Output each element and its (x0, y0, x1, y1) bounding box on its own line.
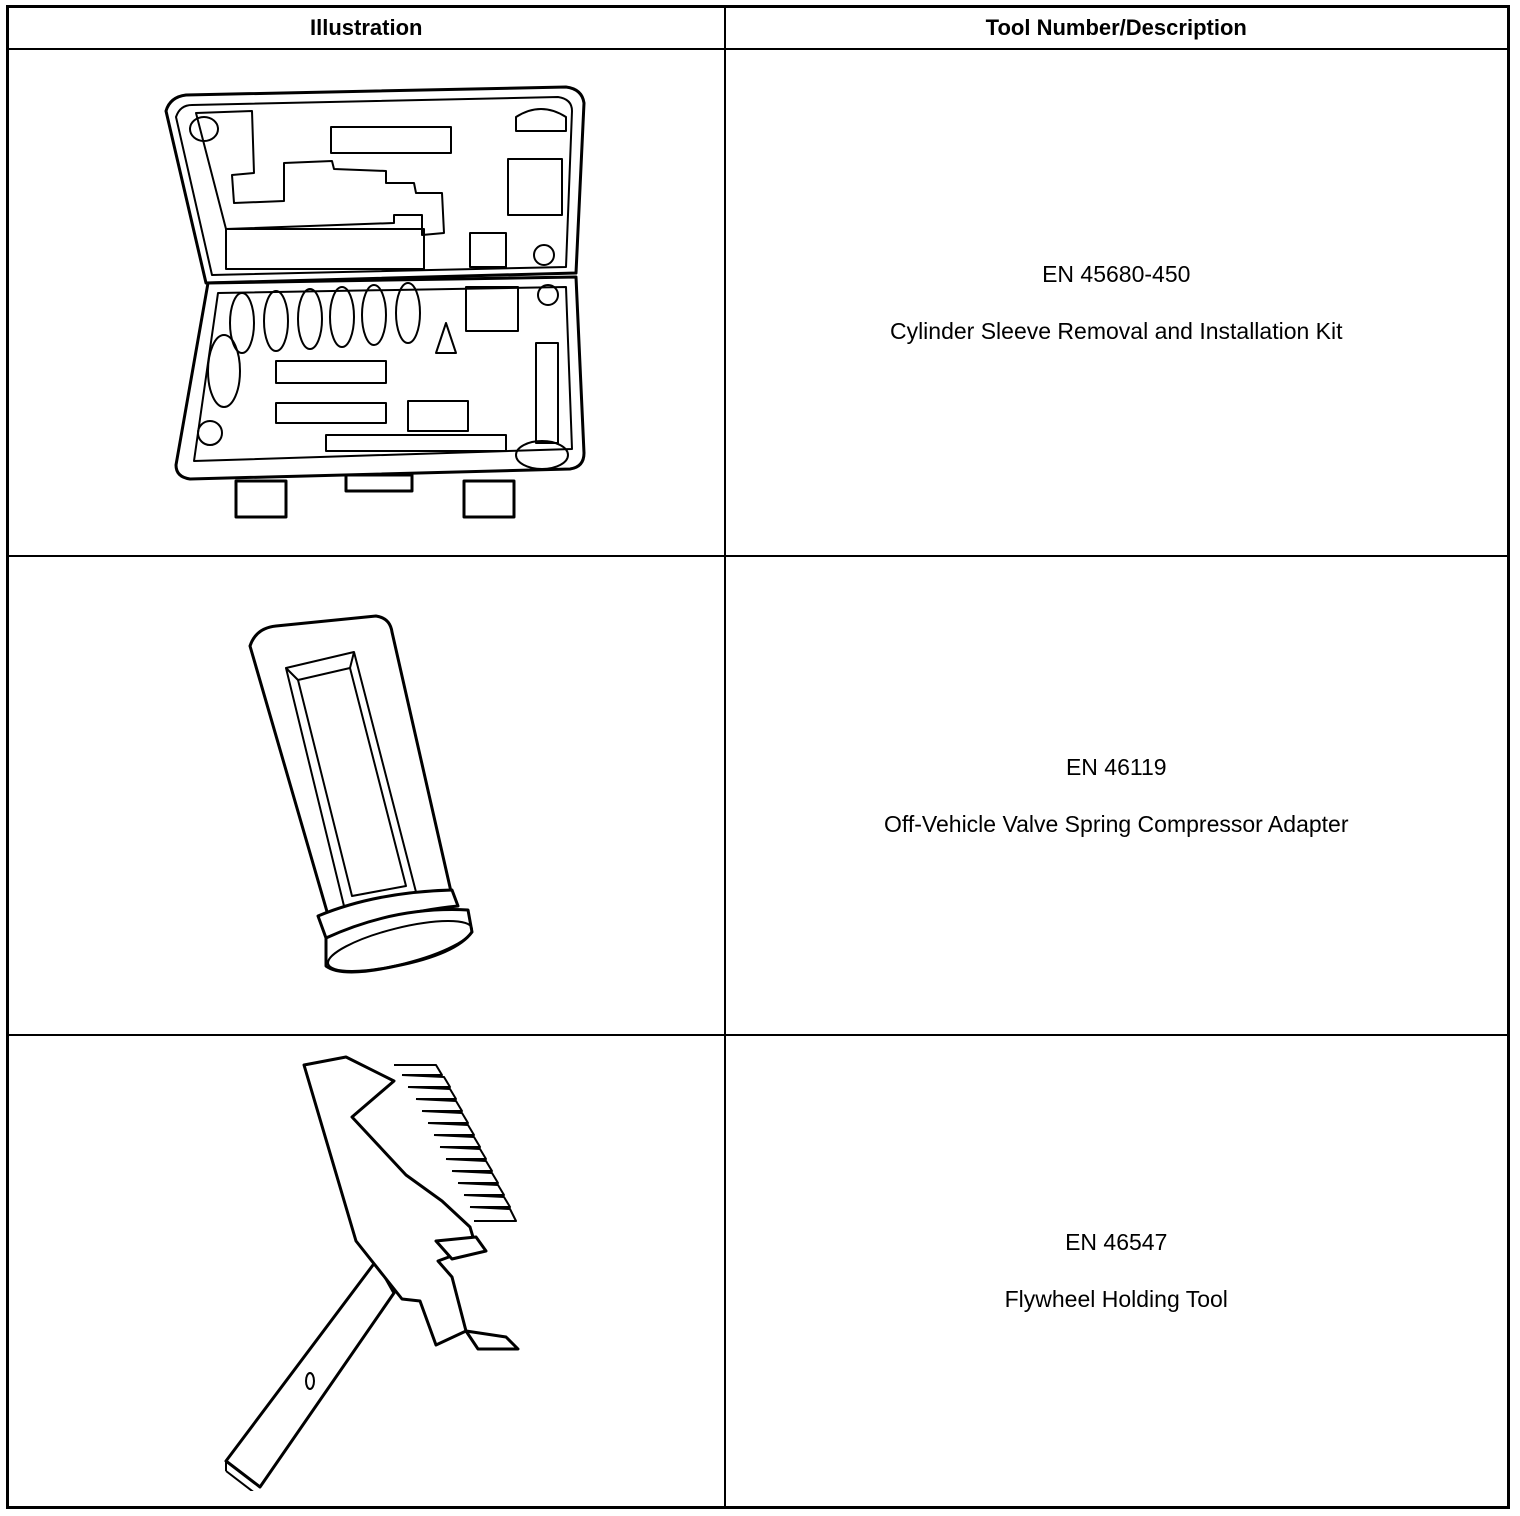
header-row: Illustration Tool Number/Description (6, 5, 1510, 50)
illustration-cell (6, 555, 726, 1036)
header-illustration: Illustration (6, 5, 726, 50)
tool-table: Illustration Tool Number/Description (6, 5, 1510, 1509)
tool-case-kit-icon (164, 85, 586, 518)
description-cell: EN 45680-450 Cylinder Sleeve Removal and… (723, 48, 1510, 557)
tool-number: EN 46119 (1065, 753, 1167, 780)
tool-description: Off-Vehicle Valve Spring Compressor Adap… (884, 810, 1349, 837)
tool-number: EN 45680-450 (1042, 260, 1191, 287)
illustration-cell (6, 48, 726, 557)
tool-description: Flywheel Holding Tool (1004, 1285, 1228, 1312)
tool-number: EN 46547 (1065, 1228, 1168, 1255)
flywheel-holding-tool-icon (224, 1055, 520, 1491)
table-row: EN 45680-450 Cylinder Sleeve Removal and… (6, 48, 1510, 557)
illustration-cell (6, 1034, 726, 1508)
header-tool-description: Tool Number/Description (723, 5, 1510, 50)
table-row: EN 46547 Flywheel Holding Tool (6, 1034, 1510, 1508)
tool-description: Cylinder Sleeve Removal and Installation… (889, 317, 1343, 344)
table-row: EN 46119 Off-Vehicle Valve Spring Compre… (6, 555, 1510, 1036)
description-cell: EN 46547 Flywheel Holding Tool (723, 1034, 1510, 1508)
description-cell: EN 46119 Off-Vehicle Valve Spring Compre… (723, 555, 1510, 1036)
cylinder-adapter-icon (248, 614, 474, 973)
